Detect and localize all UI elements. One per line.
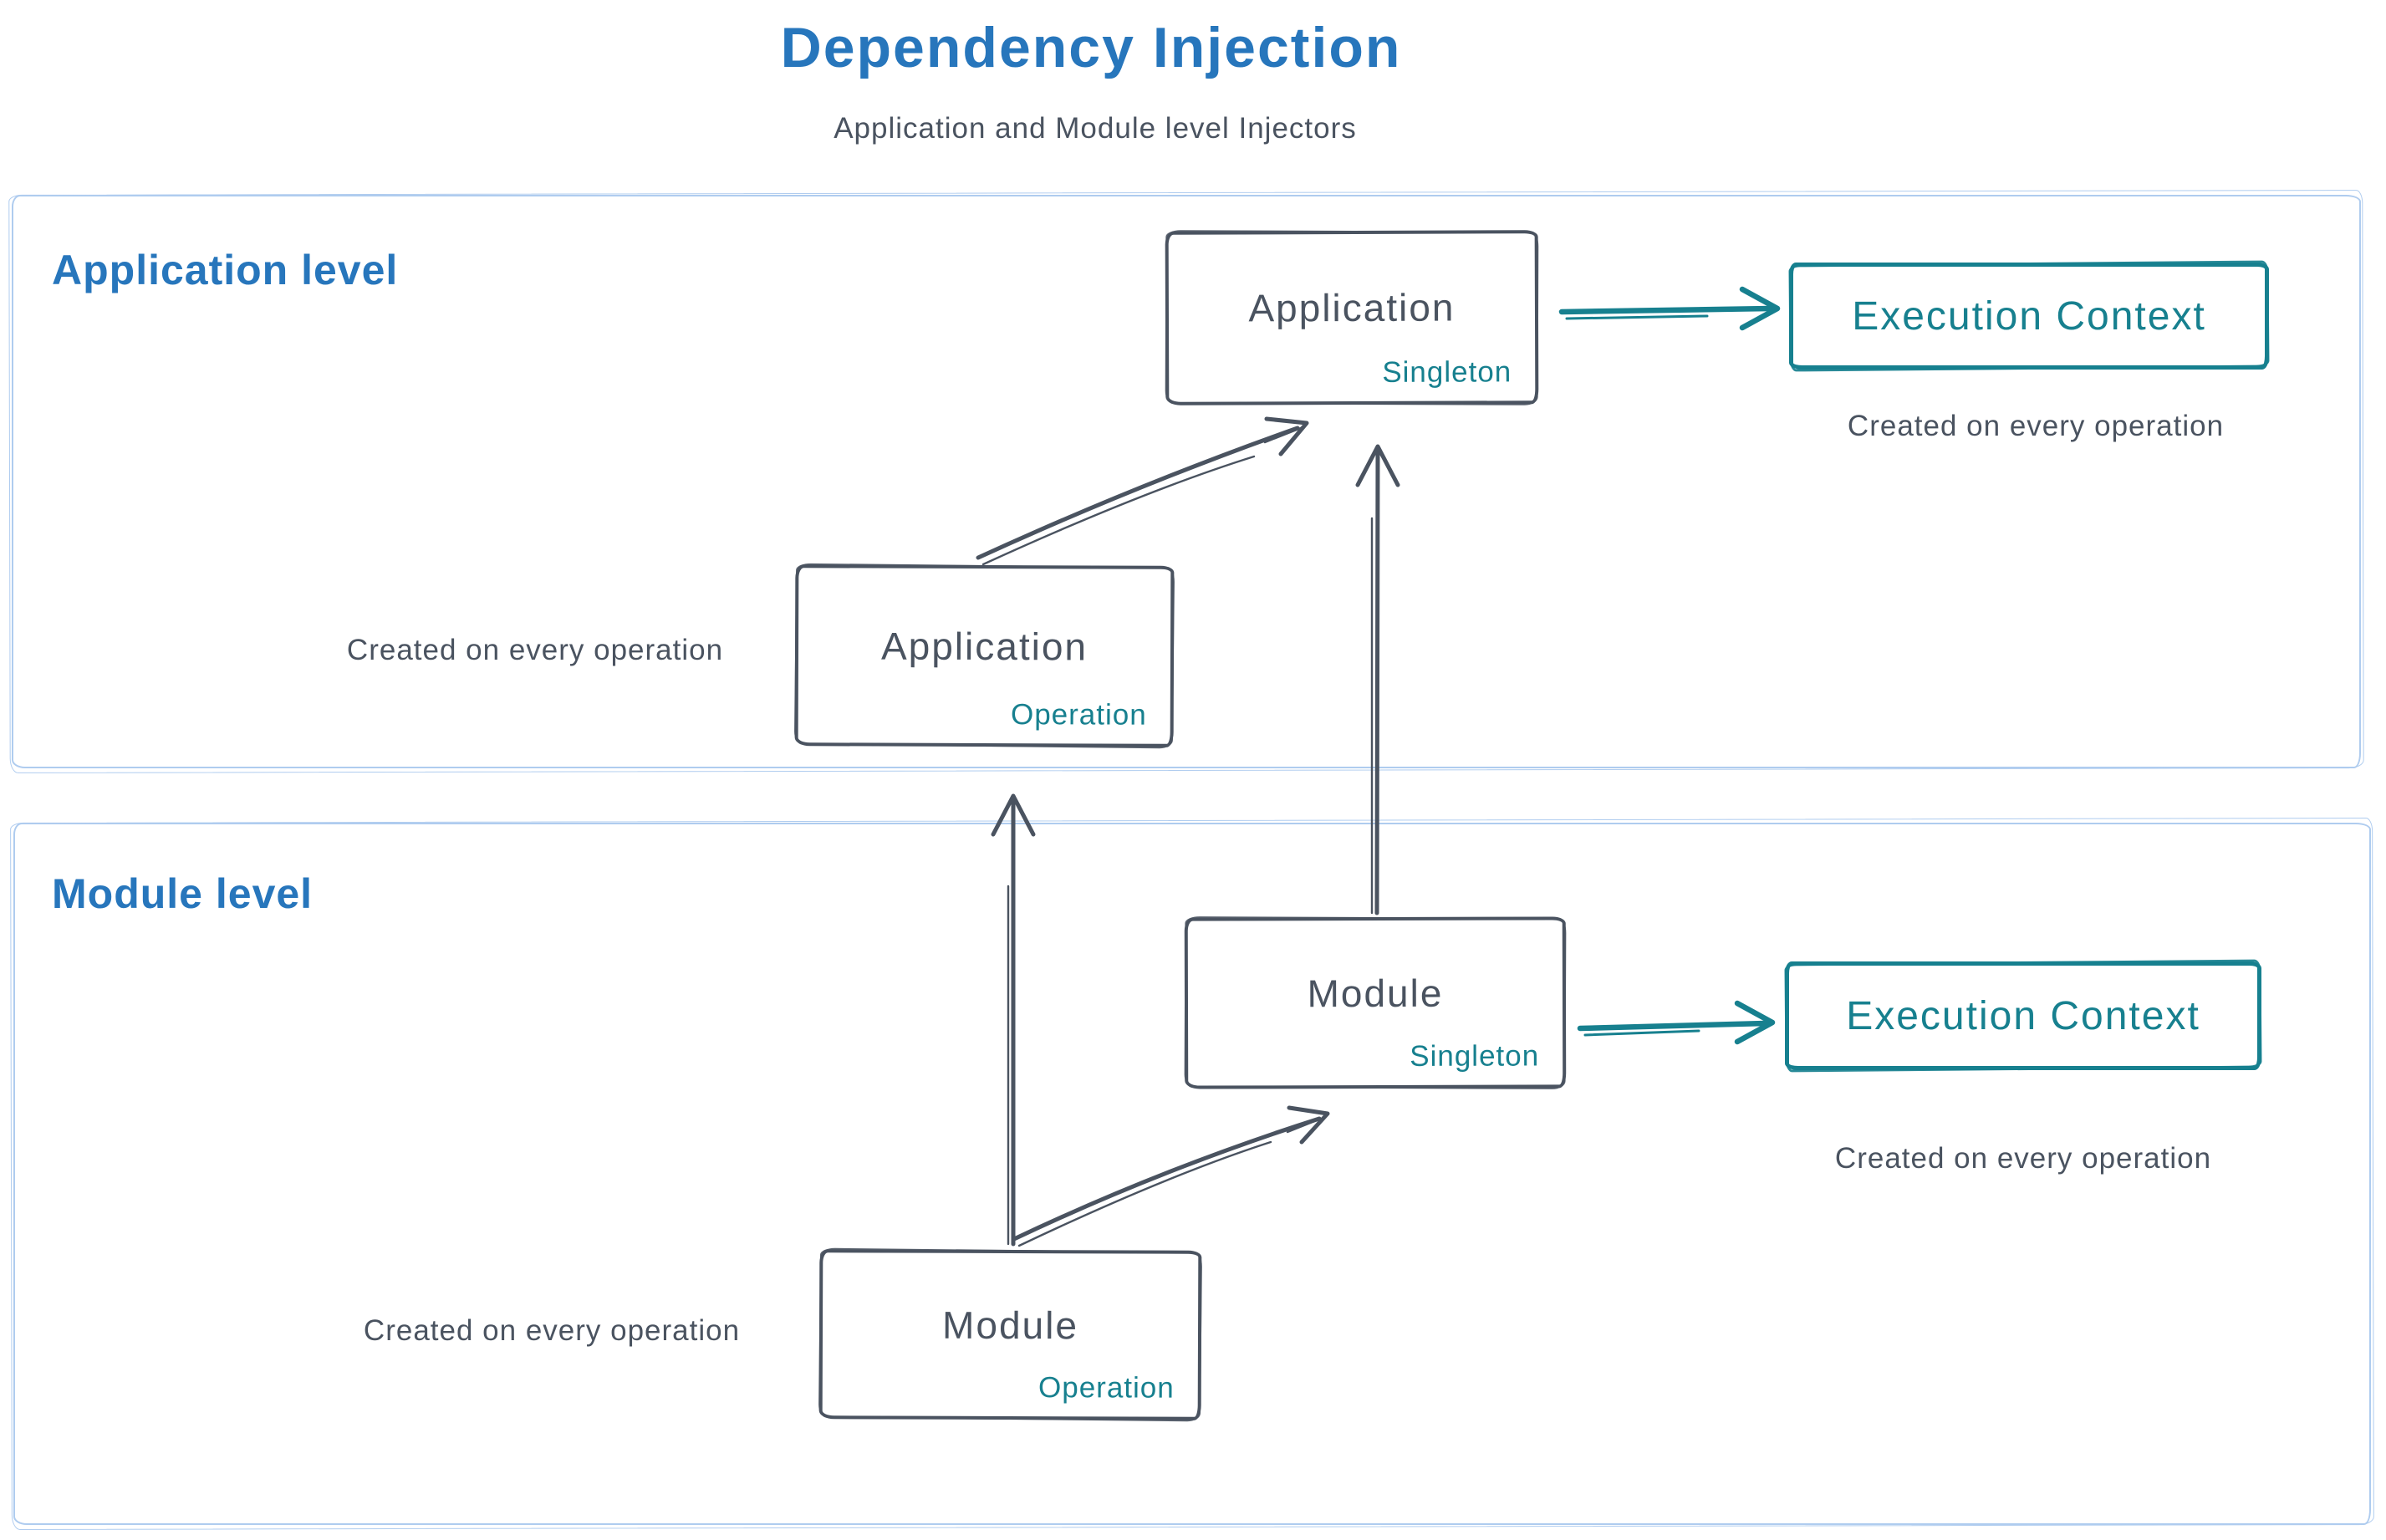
app-singleton-badge: Singleton bbox=[1382, 355, 1512, 389]
app-operation-title: Application bbox=[880, 624, 1088, 668]
app-operation-badge: Operation bbox=[1010, 698, 1147, 732]
module-operation-badge: Operation bbox=[1038, 1371, 1175, 1405]
app-operation-box: Application Operation bbox=[794, 564, 1175, 747]
module-execution-context-title: Execution Context bbox=[1846, 993, 2200, 1038]
module-operation-box: Module Operation bbox=[818, 1249, 1202, 1420]
diagram-title: Dependency Injection bbox=[780, 16, 1402, 79]
app-singleton-box: Application Singleton bbox=[1165, 230, 1539, 405]
app-execution-context-box: Execution Context bbox=[1789, 263, 2269, 370]
module-operation-title: Module bbox=[942, 1303, 1079, 1347]
app-singleton-title: Application bbox=[1248, 285, 1456, 330]
module-singleton-title: Module bbox=[1307, 971, 1444, 1015]
diagram-subtitle: Application and Module level Injectors bbox=[834, 112, 1357, 145]
app-execution-context-caption: Created on every operation bbox=[1847, 410, 2225, 442]
module-level-container bbox=[13, 823, 2371, 1525]
module-level-label: Module level bbox=[52, 870, 314, 917]
module-execution-context-box: Execution Context bbox=[1785, 961, 2261, 1070]
application-level-label: Application level bbox=[52, 247, 399, 293]
app-execution-context-title: Execution Context bbox=[1852, 293, 2206, 339]
module-execution-context-caption: Created on every operation bbox=[1834, 1142, 2212, 1175]
app-operation-caption: Created on every operation bbox=[346, 634, 724, 666]
module-singleton-box: Module Singleton bbox=[1184, 916, 1567, 1089]
module-operation-caption: Created on every operation bbox=[363, 1314, 741, 1347]
application-level-container bbox=[12, 195, 2361, 768]
module-singleton-badge: Singleton bbox=[1410, 1039, 1540, 1073]
